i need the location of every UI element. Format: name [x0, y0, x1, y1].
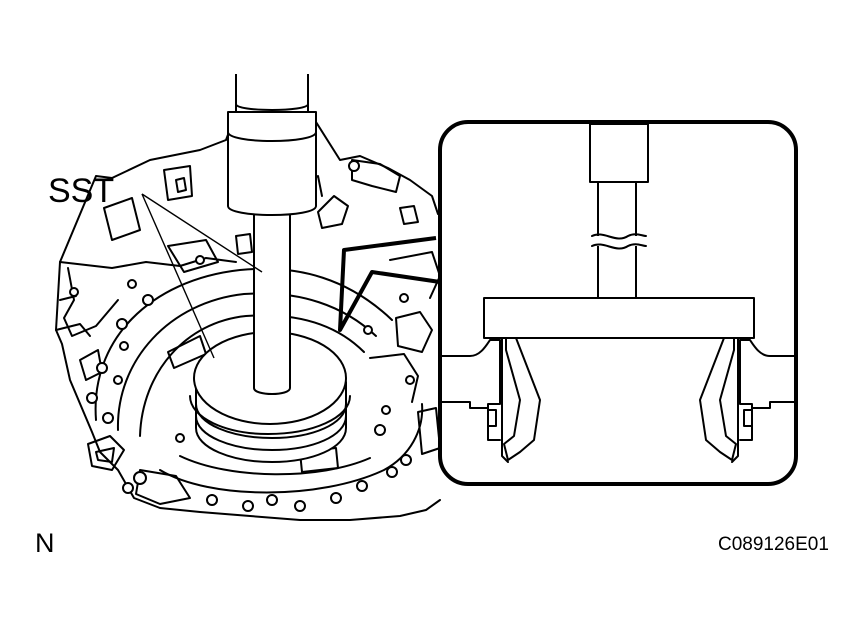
sst-leader-lines: [141, 193, 263, 359]
transmission-case: [55, 121, 441, 521]
bolt-holes: [69, 160, 415, 512]
detail-view-box: [438, 120, 798, 486]
sst-tool: [227, 74, 317, 395]
detail-callout-wedge: [338, 236, 441, 332]
figure-code-label: C089126E01: [718, 534, 829, 555]
view-marker-label: N: [35, 528, 55, 558]
sst-callout-label: SST: [48, 172, 115, 210]
piston-assembly: [189, 331, 351, 463]
